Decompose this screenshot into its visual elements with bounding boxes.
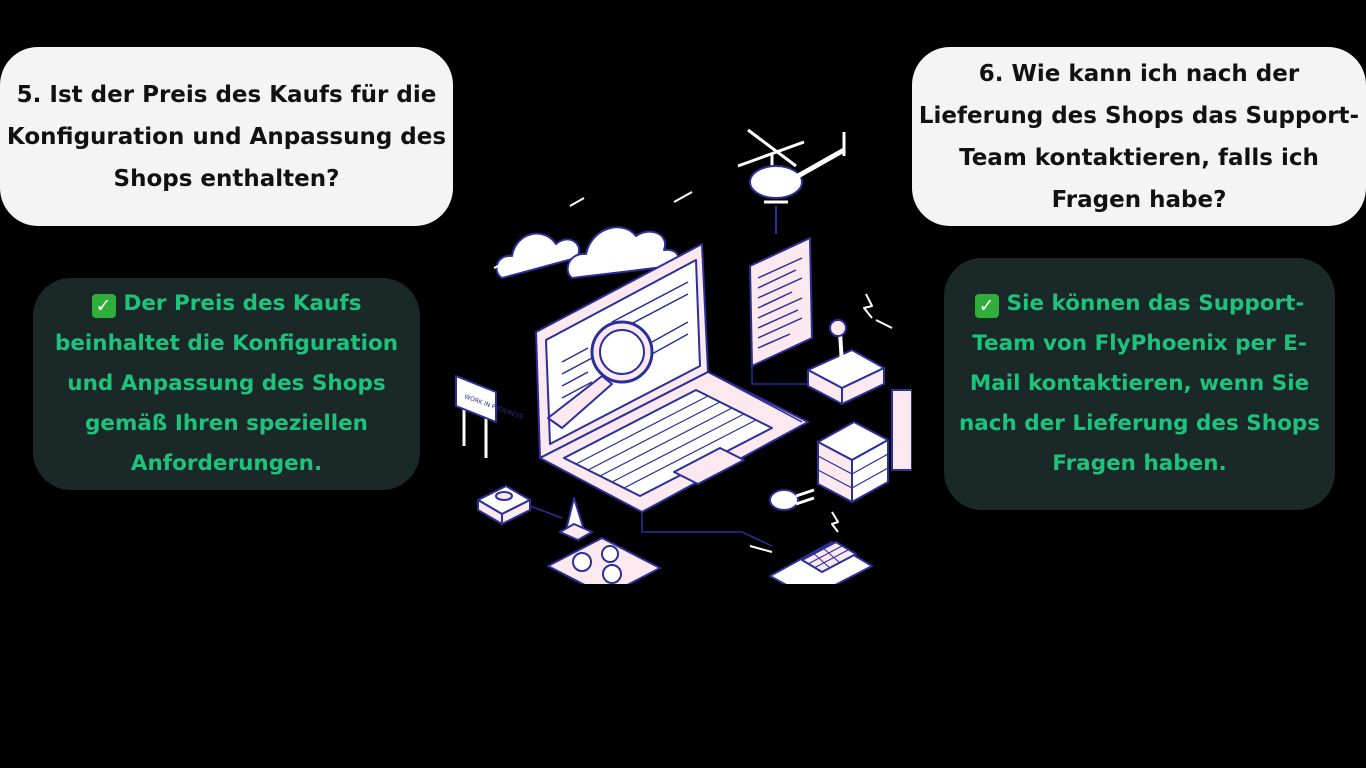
magnifier-icon	[547, 320, 654, 429]
traffic-cone-icon	[559, 497, 593, 541]
answer-5-content: ✓Der Preis des Kaufs beinhaltet die Konf…	[47, 284, 406, 484]
answer-6-text: Sie können das Support-Team von FlyPhoen…	[958, 291, 1321, 476]
server-icon	[817, 389, 912, 503]
isometric-website-illustration: WORK IN PROGRESS	[455, 128, 912, 584]
question-5-text: 5. Ist der Preis des Kaufs für die Konfi…	[6, 81, 447, 192]
check-mark-icon: ✓	[91, 294, 116, 318]
button-icon	[477, 485, 531, 525]
answer-6-content: ✓Sie können das Support-Team von FlyPhoe…	[958, 284, 1321, 484]
answer-6-bubble: ✓Sie können das Support-Team von FlyPhoe…	[944, 258, 1335, 510]
question-5-bubble: 5. Ist der Preis des Kaufs für die Konfi…	[0, 47, 453, 226]
plug-icon	[769, 488, 815, 511]
joystick-icon	[807, 319, 885, 405]
answer-5-text: Der Preis des Kaufs beinhaltet die Konfi…	[54, 291, 399, 476]
cloud-icon	[495, 232, 581, 279]
document-panel	[749, 237, 813, 367]
question-6-text: 6. Wie kann ich nach der Lieferung des S…	[918, 60, 1360, 213]
work-in-progress-sign: WORK IN PROGRESS	[455, 375, 524, 458]
answer-5-bubble: ✓Der Preis des Kaufs beinhaltet die Konf…	[33, 278, 420, 490]
cloud-icon	[566, 226, 680, 279]
question-6-bubble: 6. Wie kann ich nach der Lieferung des S…	[912, 47, 1366, 226]
gears-panel	[547, 537, 661, 584]
check-mark-icon: ✓	[974, 294, 999, 318]
calculator-panel	[769, 541, 873, 584]
helicopter-icon	[737, 128, 846, 234]
laptop-icon	[535, 243, 809, 513]
